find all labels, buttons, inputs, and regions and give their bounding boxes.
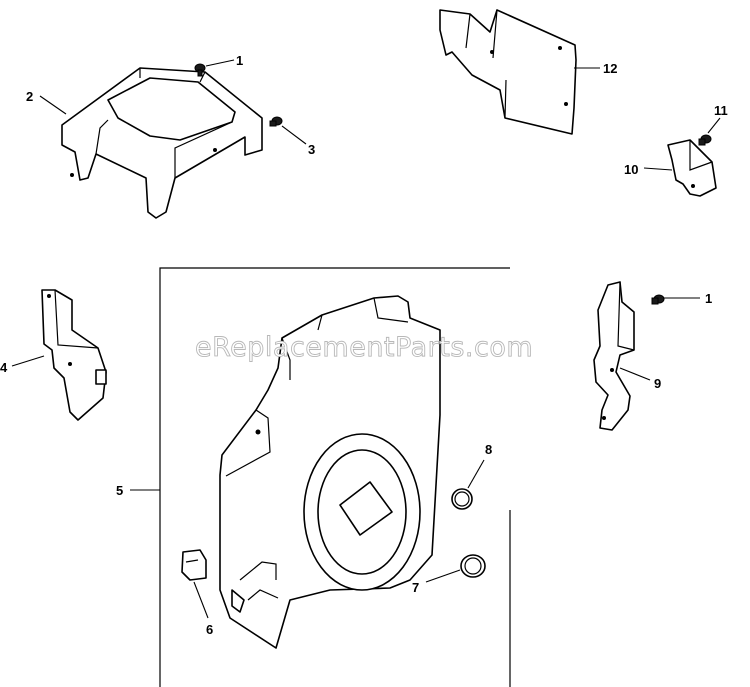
part-2-shroud-bracket xyxy=(61,67,263,219)
callout-4: 4 xyxy=(0,360,8,375)
callout-3: 3 xyxy=(308,142,315,157)
watermark: eReplacementParts.com xyxy=(195,332,533,363)
callout-1-right: 1 xyxy=(705,291,712,306)
callout-10: 10 xyxy=(624,162,638,177)
callouts: 1 2 3 12 11 10 1 9 4 5 8 7 6 xyxy=(0,53,728,637)
callout-8: 8 xyxy=(485,442,492,457)
callout-11: 11 xyxy=(714,103,728,118)
part-12-baffle xyxy=(439,9,577,135)
part-8-plug xyxy=(451,488,473,510)
part-1-screw xyxy=(194,63,206,77)
part-1-screw-right xyxy=(651,294,665,305)
part-4-side-bracket xyxy=(41,289,107,421)
callout-5: 5 xyxy=(116,483,123,498)
callout-9: 9 xyxy=(654,376,661,391)
callout-1-top: 1 xyxy=(236,53,243,68)
part-9-side-bracket xyxy=(593,281,635,431)
part-11-screw xyxy=(698,134,712,146)
part-3-screw xyxy=(269,116,283,127)
callout-12: 12 xyxy=(603,61,617,76)
part-6-grommet xyxy=(181,549,207,581)
callout-7: 7 xyxy=(412,580,419,595)
assembly-frame xyxy=(159,267,511,687)
callout-2: 2 xyxy=(26,89,33,104)
part-10-bracket xyxy=(667,139,717,197)
callout-6: 6 xyxy=(206,622,213,637)
part-7-plug xyxy=(460,554,486,578)
leader-lines xyxy=(11,59,721,619)
part-5-blower-housing xyxy=(219,295,441,649)
